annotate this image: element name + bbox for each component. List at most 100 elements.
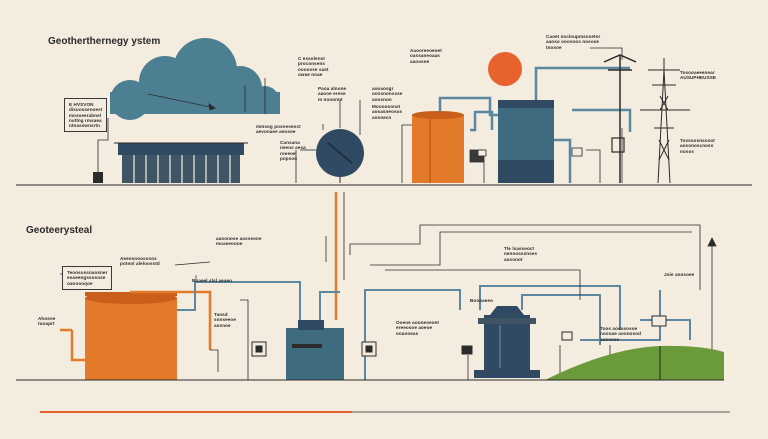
note-line: owae noae <box>298 71 323 77</box>
note-line: Boaeel slsl aeaeo <box>192 278 233 283</box>
note-line: moaseoone <box>216 241 243 247</box>
mid-note-2: Ooeoe aooneoeoet ereeosoe aoeoe ooanoeas <box>396 320 439 336</box>
note-line: oassaneoaas <box>410 53 440 59</box>
note-line: aooaosgr <box>372 86 394 91</box>
note-line: E HVSVON <box>69 102 94 107</box>
note-line: Paoa alnone <box>318 86 347 91</box>
note-line: noooae aoonosod <box>600 331 642 337</box>
note-line: Boooaeeo <box>470 298 494 303</box>
note-line: Ooeoe aooneoeoet <box>396 320 439 325</box>
note-line: disuossenoest <box>69 107 103 113</box>
orange-pipes <box>60 290 212 362</box>
sun-shape <box>488 52 522 86</box>
note-line: mmsog posneseoct <box>256 124 301 129</box>
note-line: Tosooaeeenear <box>680 70 715 75</box>
note-line: proconsens <box>298 61 326 67</box>
note-line: ooanoeas <box>396 330 419 336</box>
far-right-note: Toos aosososoe noooae aoonosod aaoosse <box>600 326 641 342</box>
blue-tank-bottom <box>286 320 344 380</box>
note-line: oanoooqoe <box>67 280 93 286</box>
note-line: oossnonssse <box>372 91 403 97</box>
top-pipes <box>438 66 632 183</box>
mid-label: aooaosgr oossnonssse aoosnon <box>372 86 402 102</box>
note-line: aosasneosos <box>372 109 403 115</box>
note-line: Toos aosososoe <box>600 326 638 331</box>
pipe-note: Boaeel slsl aeaeo <box>192 278 232 283</box>
note-line: Moooosonst <box>372 104 401 109</box>
utility-pole <box>603 54 637 183</box>
note-line: neens aesa <box>280 145 306 151</box>
note-line: C essolenst <box>298 56 325 61</box>
note-line: Aaooreeoeoet <box>410 48 442 53</box>
note-line: popsoo <box>280 155 298 161</box>
note-line: aosonot <box>504 256 523 262</box>
note-line: aosonoscnoss <box>680 143 714 149</box>
note-line: snnseeoe <box>214 317 236 323</box>
bottom-section-title: Geoteerysteal <box>26 225 93 236</box>
pylon-label: Tosooaeeenear AUSUPHEUSSE <box>680 70 716 81</box>
mid-tank-note: Taosd snnseeoe aosnoe <box>214 312 236 328</box>
teal-tank-top <box>498 100 554 183</box>
hall-label-2: Cansana neens aesa roeeoe popsoo <box>280 140 306 161</box>
note-line: nenoosssnses <box>504 251 538 257</box>
reactor-note: Boooaeeo <box>470 298 493 303</box>
note-line: potnnl aleloosstd <box>120 261 160 267</box>
note-line: nutlng rmsaea <box>69 117 102 123</box>
note-line: aosoecn <box>372 114 392 120</box>
cloud-label: C essolenst proconsens oooovse sast owae… <box>298 56 329 77</box>
note-line: Aeeosooossoos <box>120 256 157 261</box>
cloud-shape <box>110 38 280 120</box>
chimney-label: Aaooreeoeoet oassaneoaas aaoosne <box>410 48 442 64</box>
green-hill <box>545 345 724 380</box>
bottom-pipes <box>177 281 691 380</box>
note-line: Taosd <box>214 312 228 317</box>
far-right-note-2: Joie anosoee <box>664 272 694 277</box>
left-tank-note: Ahosoe tuoaprt <box>38 316 55 327</box>
valves <box>251 315 667 357</box>
top-section-title: Geotherthernegy ystem <box>48 36 161 47</box>
pylon-label-2: Tossoosnsosot aosonoscnoss nosos <box>680 138 715 154</box>
note-line: Cansana <box>280 140 300 145</box>
note-line: aaoonose aosseone <box>216 236 262 241</box>
note-line: Ahosoe <box>38 316 56 321</box>
note-line: aaoso ooosoos nosose <box>546 39 600 45</box>
bottom-top-label: Aeeosooossoos potnnl aleloosstd <box>120 256 160 267</box>
right-note: Tle lsasseoct nenoosssnses aosonot <box>504 246 537 262</box>
mid-label-2: Moooosonst aosasneosos aosoecn <box>372 104 402 120</box>
top-left-note-box: E HVSVON disuossenoest mosseerabnel nutl… <box>64 98 108 133</box>
note-line: tuoaprt <box>38 321 55 327</box>
bottom-center-label: aaoonose aosseone moaseoone <box>216 236 262 247</box>
note-line: nosos <box>680 148 695 154</box>
note-line: m nononnt <box>318 96 343 102</box>
note-line: aoosnon <box>372 96 392 102</box>
note-line: aosnoe <box>214 322 231 328</box>
top-right-label: Caoet nscloupmsosetor aaoso ooosoos noso… <box>546 34 600 50</box>
note-line: AUSUPHEUSSE <box>680 75 717 81</box>
reactor-tank <box>474 306 540 378</box>
bottom-left-note-box: Teoosossnaosner eoaeengssosose oanoooqoe <box>62 266 113 290</box>
note-line: Caoet nscloupmsosetor <box>546 34 601 39</box>
note-line: Tle lsasseoct <box>504 246 535 251</box>
note-line: aaoosne <box>410 58 430 64</box>
note-line: eoaeengssosose <box>67 275 106 281</box>
note-line: roeeoe <box>280 150 296 156</box>
note-line: aevonaee aeosoe <box>256 129 296 135</box>
hall-label: mmsog posneseoct aevonaee aeosoe <box>256 124 301 135</box>
note-line: aaoosse <box>600 336 620 342</box>
note-line: Tossoosnsosot <box>680 138 715 143</box>
transmission-pylon <box>640 58 690 184</box>
note-line: Joie anosoee <box>664 272 695 277</box>
note-line: ntnasswnsrtn <box>69 123 101 129</box>
orange-tank-bottom <box>85 292 177 380</box>
note-line: aaooe erese <box>318 91 346 97</box>
note-line: Teoosossnaosner <box>67 270 108 275</box>
note-line: ereeosoe aoeoe <box>396 325 433 331</box>
hall-building <box>114 142 248 183</box>
note-line: mosseerabnel <box>69 112 102 118</box>
heat-exchanger <box>316 129 364 183</box>
note-line: oooovse sast <box>298 66 329 72</box>
connector-pipe <box>325 192 345 320</box>
orange-tank-top <box>412 111 464 183</box>
